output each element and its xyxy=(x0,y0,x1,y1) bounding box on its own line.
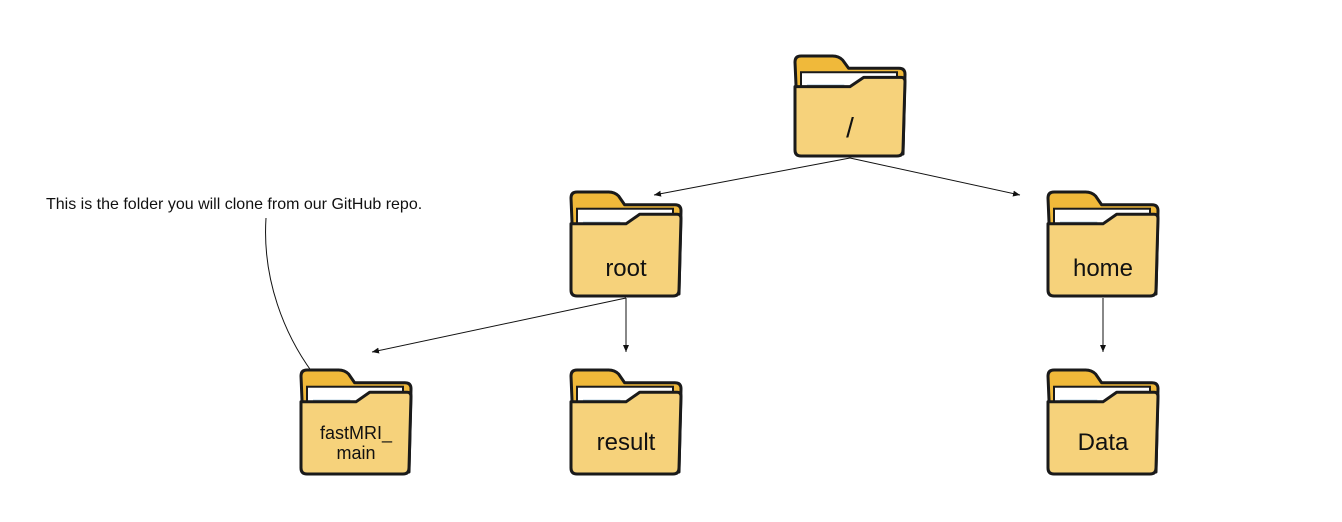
folder-icon xyxy=(1046,368,1160,476)
folder-label: Data xyxy=(1078,429,1129,456)
folder-label-line: result xyxy=(597,429,656,456)
folder-home[interactable]: home xyxy=(1046,190,1160,298)
folder-data[interactable]: Data xyxy=(1046,368,1160,476)
edge-slash-to-home xyxy=(849,157,1021,197)
folder-label: result xyxy=(597,429,656,456)
folder-icon xyxy=(1046,190,1160,298)
folder-icon xyxy=(569,368,683,476)
folder-front-panel xyxy=(299,390,413,476)
folder-label-line: fastMRI_ xyxy=(320,423,393,444)
folder-slash[interactable]: / xyxy=(793,54,907,158)
folder-icon xyxy=(569,190,683,298)
folder-label: home xyxy=(1073,255,1133,282)
edge-slash-to-root xyxy=(653,157,851,197)
edge-root-to-fastmri-main xyxy=(371,297,627,354)
folder-icon xyxy=(299,368,413,476)
folder-front-panel xyxy=(569,390,683,476)
folder-label: root xyxy=(605,255,647,282)
folder-label: fastMRI_main xyxy=(320,423,393,463)
folder-fastmri-main[interactable]: fastMRI_main xyxy=(299,368,413,476)
folder-label: / xyxy=(846,112,854,143)
folder-root[interactable]: root xyxy=(569,190,683,298)
folder-front-panel xyxy=(793,75,907,158)
folder-front-panel xyxy=(1046,390,1160,476)
folder-label-line: root xyxy=(605,255,647,282)
folder-label-line: home xyxy=(1073,255,1133,282)
folder-front-panel xyxy=(1046,212,1160,298)
folder-front-panel xyxy=(569,212,683,298)
folder-icon xyxy=(793,54,907,158)
folder-label-line: main xyxy=(336,443,375,463)
folder-label-line: Data xyxy=(1078,429,1129,456)
folder-result[interactable]: result xyxy=(569,368,683,476)
folder-label-line: / xyxy=(846,112,854,143)
annotation-callout-line xyxy=(265,217,313,373)
annotation-text: This is the folder you will clone from o… xyxy=(46,196,422,213)
